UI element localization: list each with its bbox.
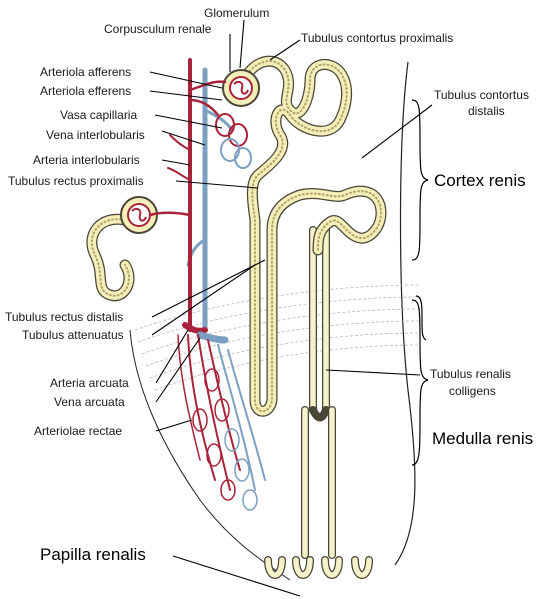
label-vena-interlobularis: Vena interlobularis [46,128,145,142]
label-arteriola-afferens: Arteriola afferens [40,65,131,79]
label-tubulus-contortus-proximalis: Tubulus contortus proximalis [301,31,453,45]
arcuate-vessels [182,322,229,344]
label-tubulus-renalis-colligens-2: colligens [449,384,496,398]
label-arteriola-efferens: Arteriola efferens [40,84,131,98]
juxtamedullary-tubule [86,213,135,302]
glomerulus-upper [222,69,260,107]
label-arteriolae-rectae: Arteriolae rectae [34,424,122,438]
collecting-duct [301,226,336,559]
label-tubulus-rectus-proximalis: Tubulus rectus proximalis [8,174,144,188]
zone-outline [129,61,416,581]
arteriolae-rectae [177,334,266,511]
label-tubulus-attenuatus: Tubulus attenuatus [22,328,124,342]
label-tubulus-renalis-colligens-1: Tubulus renalis [430,367,511,381]
label-tubulus-contortus-distalis-1: Tubulus contortus [434,88,529,102]
label-tubulus-contortus-distalis-2: distalis [468,104,505,118]
label-arteria-interlobularis: Arteria interlobularis [33,153,140,167]
label-glomerulum: Glomerulum [204,6,269,20]
arteria-interlobularis [148,58,227,332]
papilla-ducts [264,556,373,579]
label-vasa-capillaria: Vasa capillaria [60,108,137,122]
label-tubulus-rectus-distalis: Tubulus rectus distalis [5,310,123,324]
label-medulla-renis: Medulla renis [432,429,533,448]
vena-interlobularis [186,67,234,333]
label-cortex-renis: Cortex renis [434,171,526,190]
label-arteria-arcuata: Arteria arcuata [50,376,129,390]
glomerulus-lower [120,196,158,234]
label-corpusculum-renale: Corpusculum renale [104,22,212,36]
leader-lines [149,19,433,597]
zone-braces [411,99,429,466]
vasa-capillaria [215,113,252,169]
nephron-tubule [239,55,387,417]
label-vena-arcuata: Vena arcuata [54,395,125,409]
label-papilla-renalis: Papilla renalis [40,545,146,564]
